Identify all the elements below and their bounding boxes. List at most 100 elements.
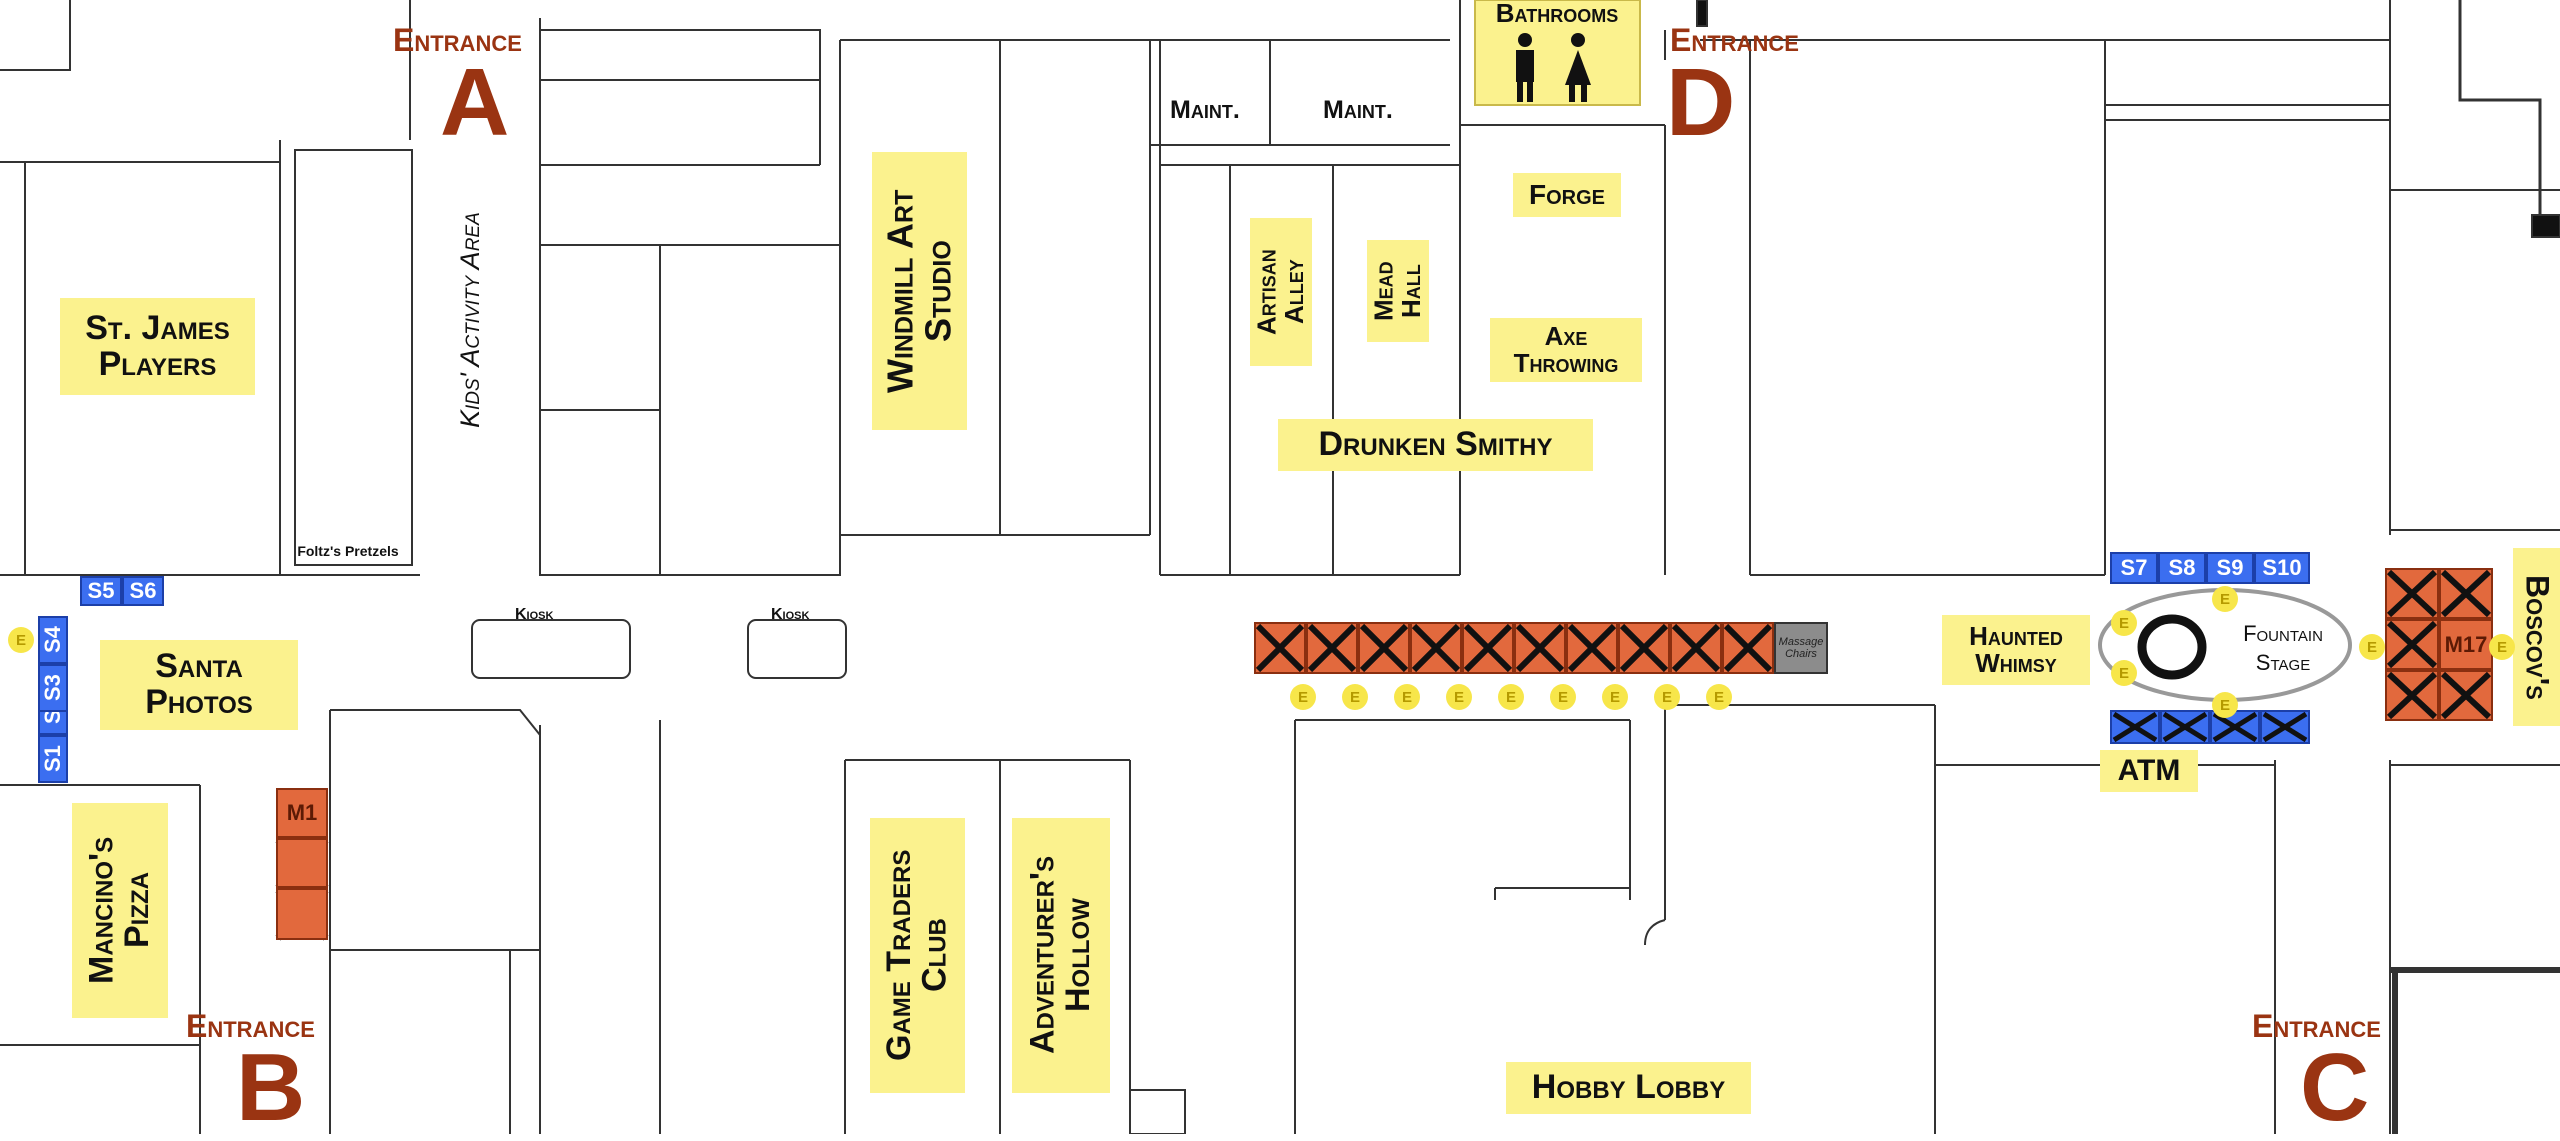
store-santa-photos: Santa Photos <box>100 640 298 730</box>
slot-s4[interactable]: S4 <box>38 616 68 664</box>
merchant-slot-crossed <box>2439 670 2493 721</box>
e-marker: E <box>2489 634 2515 660</box>
x-mark-icon <box>2162 712 2208 742</box>
x-mark-icon <box>2441 570 2491 617</box>
x-mark-icon <box>1308 624 1356 672</box>
entrance-a-label: Entrance <box>393 22 522 58</box>
kiosk-2-text: Kiosk <box>771 606 810 623</box>
store-hobby-lobby: Hobby Lobby <box>1506 1062 1751 1114</box>
entrance-c-label: Entrance <box>2252 1008 2381 1044</box>
x-mark-icon <box>2387 621 2437 668</box>
maint-2-label: Maint. <box>1323 96 1393 125</box>
store-artisan-alley: Artisan Alley <box>1250 218 1312 366</box>
atm-text: ATM <box>2117 754 2181 788</box>
slot-s3[interactable]: S3 <box>38 664 68 712</box>
maint-1-text: Maint. <box>1170 96 1240 124</box>
x-mark-icon <box>1464 624 1512 672</box>
entrance-b-label: Entrance <box>186 1008 315 1044</box>
e-marker: E <box>1446 684 1472 710</box>
slot-s1[interactable]: S1 <box>38 735 68 783</box>
kids-activity-area-label: Kids' Activity Area <box>455 175 486 465</box>
e-marker: E <box>1654 684 1680 710</box>
merchant-slot-crossed <box>1618 622 1670 674</box>
entrance-a-letter: A <box>440 49 510 156</box>
merchant-row-center <box>1254 622 1774 674</box>
merchant-slot-crossed <box>1514 622 1566 674</box>
merchant-slot-crossed <box>1566 622 1618 674</box>
x-mark-icon <box>2387 570 2437 617</box>
slot-crossed <box>2260 710 2310 744</box>
merchant-slot-crossed <box>1462 622 1514 674</box>
merchant-slot-crossed <box>1358 622 1410 674</box>
store-mancinos-pizza: Mancino's Pizza <box>72 803 168 1018</box>
e-marker: E <box>1394 684 1420 710</box>
slot-crossed <box>2110 710 2160 744</box>
merchant-slot-m17[interactable]: M17 <box>2439 619 2493 670</box>
store-drunken-smithy: Drunken Smithy <box>1278 419 1593 471</box>
merchant-slot-crossed <box>1722 622 1774 674</box>
x-mark-icon <box>2441 672 2491 719</box>
store-axe-text: Axe Throwing <box>1513 320 1619 378</box>
slot-s10[interactable]: S10 <box>2254 552 2310 584</box>
merchant-slot-left-2 <box>276 838 328 888</box>
store-haunted-whimsy: Haunted Whimsy <box>1942 615 2090 685</box>
x-mark-icon <box>1672 624 1720 672</box>
maint-1-label: Maint. <box>1170 96 1240 125</box>
e-marker: E <box>2111 660 2137 686</box>
foltzs-pretzels-label: Foltz's Pretzels <box>284 543 412 559</box>
e-marker: E <box>1498 684 1524 710</box>
store-windmill-art-studio: Windmill Art Studio <box>872 152 967 430</box>
store-artisan-text: Artisan Alley <box>1251 249 1309 335</box>
e-marker: E <box>1290 684 1316 710</box>
store-mancinos-pizza-text: Mancino's Pizza <box>82 836 156 985</box>
store-forge-text: Forge <box>1529 179 1605 211</box>
store-hobby-lobby-text: Hobby Lobby <box>1531 1068 1726 1107</box>
massage-chairs-text: Massage Chairs <box>1778 635 1824 660</box>
store-adventurers-text: Adventurer's Hollow <box>1023 856 1097 1055</box>
store-mead-text: Mead Hall <box>1368 261 1426 321</box>
massage-chairs: Massage Chairs <box>1774 622 1828 674</box>
store-axe-throwing: Axe Throwing <box>1490 318 1642 382</box>
store-mead-hall: Mead Hall <box>1367 240 1429 342</box>
store-haunted-text: Haunted Whimsy <box>1969 620 2063 678</box>
slot-s8[interactable]: S8 <box>2158 552 2206 584</box>
x-mark-icon <box>1256 624 1304 672</box>
x-mark-icon <box>1360 624 1408 672</box>
store-drunken-text: Drunken Smithy <box>1318 425 1553 464</box>
entrance-d-letter: D <box>1666 49 1736 156</box>
slot-s5[interactable]: S5 <box>80 576 122 606</box>
x-mark-icon <box>2212 712 2258 742</box>
merchant-slot-crossed <box>2385 670 2439 721</box>
store-windmill-text: Windmill Art Studio <box>879 189 959 393</box>
x-mark-icon <box>1620 624 1668 672</box>
x-mark-icon <box>1516 624 1564 672</box>
x-mark-icon <box>2387 672 2437 719</box>
e-marker: E <box>2359 634 2385 660</box>
slot-s7[interactable]: S7 <box>2110 552 2158 584</box>
store-boscovs-text: Boscov's <box>2519 574 2556 700</box>
kiosk-1-label: Kiosk <box>515 606 553 624</box>
pretzels-text: Foltz's Pretzels <box>297 543 399 559</box>
bathrooms-label: Bathrooms <box>1495 0 1619 29</box>
merchant-slot-crossed <box>1410 622 1462 674</box>
e-marker: E <box>1706 684 1732 710</box>
e-marker: E <box>2212 586 2238 612</box>
merchant-grid-right: M17 <box>2385 568 2493 723</box>
store-santa-photos-text: Santa Photos <box>145 647 253 721</box>
e-marker: E <box>1342 684 1368 710</box>
x-mark-icon <box>1412 624 1460 672</box>
slot-s6[interactable]: S6 <box>122 576 164 606</box>
fountain-stage-text: Fountain Stage <box>2243 621 2323 675</box>
kiosk-1-text: Kiosk <box>515 606 554 623</box>
store-forge: Forge <box>1513 173 1621 217</box>
merchant-slot-m1[interactable]: M1 <box>276 788 328 838</box>
e-marker: E <box>1550 684 1576 710</box>
merchant-slot-crossed <box>1254 622 1306 674</box>
merchant-slot-crossed <box>2385 568 2439 619</box>
entrance-b-letter: B <box>236 1034 306 1141</box>
merchant-slot-crossed <box>1670 622 1722 674</box>
slot-s9[interactable]: S9 <box>2206 552 2254 584</box>
entrance-c-letter: C <box>2300 1034 2370 1141</box>
store-st-james-players: St. James Players <box>60 298 255 395</box>
